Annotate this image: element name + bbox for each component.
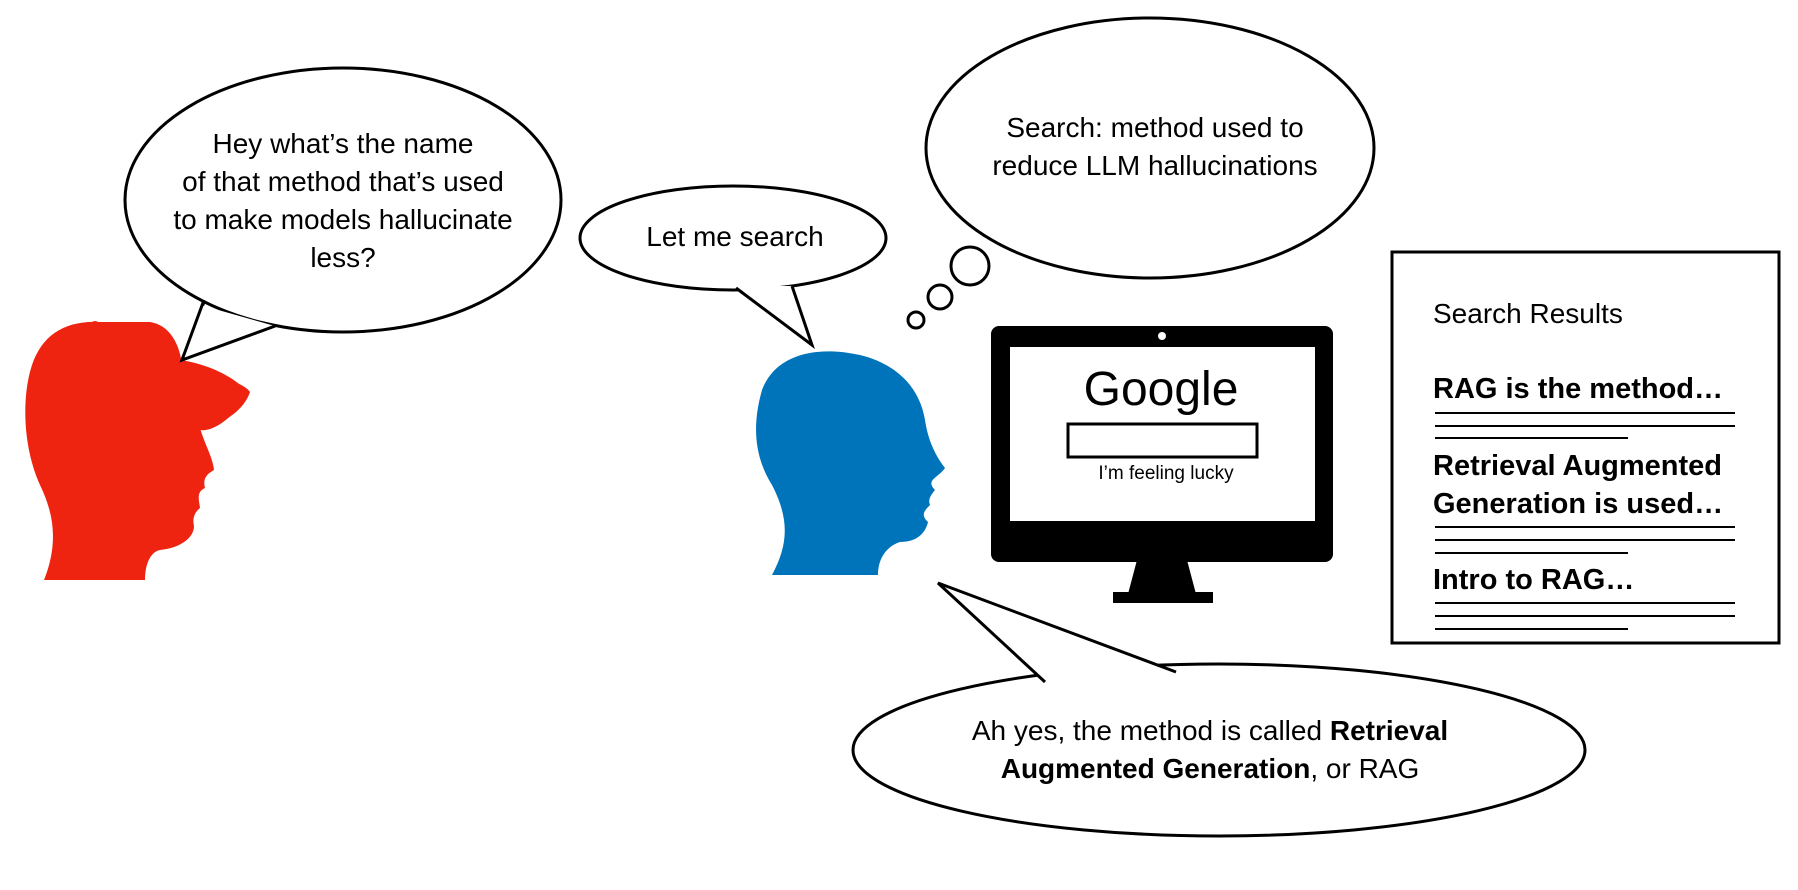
reply-speech-bubble (578, 184, 888, 350)
question-line: less? (310, 242, 376, 273)
search-box (1066, 422, 1259, 459)
red-head-silhouette (25, 321, 250, 580)
answer-suffix: , or RAG (1310, 753, 1420, 784)
blue-head-silhouette (756, 351, 945, 575)
answer-text: Ah yes, the method is called Retrieval A… (880, 712, 1540, 788)
monitor-base (1113, 592, 1213, 603)
question-line: to make models hallucinate (173, 204, 513, 235)
red-person-icon (25, 321, 250, 580)
red-cap-button (90, 321, 100, 331)
question-line: of that method that’s used (182, 166, 504, 197)
monitor-icon (991, 326, 1333, 603)
reply-line: Let me search (646, 221, 824, 252)
thought-dot-medium (926, 283, 954, 311)
search-result-line: Retrieval Augmented (1433, 450, 1722, 482)
answer-line-2: Augmented Generation, or RAG (880, 750, 1540, 788)
monitor-stand (1128, 560, 1196, 594)
thought-line: Search: method used to (1006, 112, 1304, 143)
reply-text: Let me search (585, 218, 885, 256)
thought-bubble (906, 16, 1376, 330)
thought-dot-small (906, 310, 926, 330)
answer-prefix: Ah yes, the method is called (971, 715, 1330, 746)
thought-text: Search: method used to reduce LLM halluc… (935, 109, 1375, 185)
search-results-title: Search Results (1433, 298, 1623, 329)
question-speech-bubble (123, 66, 563, 363)
answer-bold-2: Augmented Generation (1000, 753, 1311, 784)
thought-dot-large (949, 245, 991, 287)
google-logo: Google (1083, 363, 1239, 416)
result-underlines (1435, 412, 1735, 630)
red-cap-brim (180, 360, 248, 431)
search-result-item: Retrieval Augmented Generation is used… (1433, 447, 1743, 523)
search-result-item: Intro to RAG… (1433, 564, 1635, 596)
search-result-line: Generation is used… (1433, 488, 1724, 520)
answer-bold-1: Retrieval (1329, 715, 1449, 746)
thought-line: reduce LLM hallucinations (992, 150, 1318, 181)
search-results-panel (1390, 250, 1781, 645)
search-result-item: RAG is the method… (1433, 373, 1724, 405)
question-text: Hey what’s the name of that method that’… (133, 125, 553, 277)
question-line: Hey what’s the name (212, 128, 474, 159)
answer-speech-bubble (851, 581, 1587, 838)
answer-line-1: Ah yes, the method is called Retrieval (880, 712, 1540, 750)
webcam-dot (1158, 332, 1166, 340)
feeling-lucky-label: I’m feeling lucky (1098, 463, 1234, 484)
blue-person-icon (756, 351, 945, 575)
